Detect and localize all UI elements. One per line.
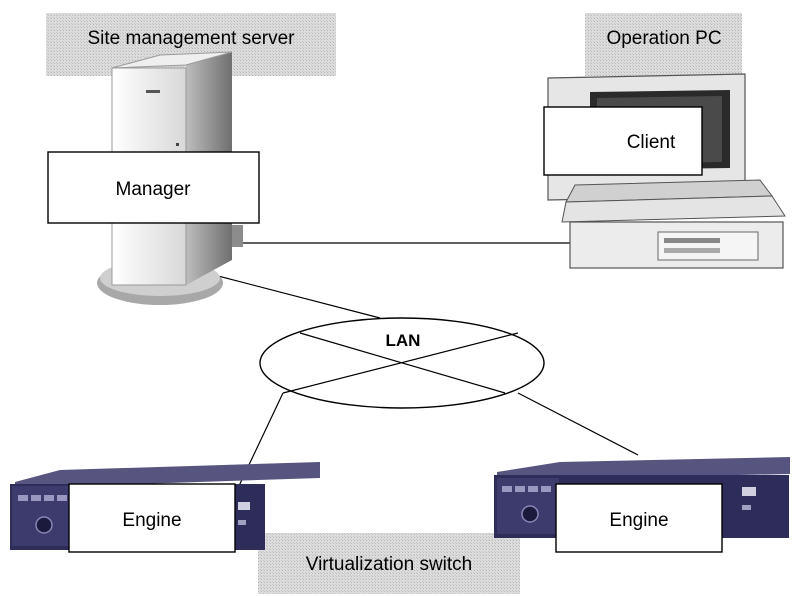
lan-label: LAN [386,331,421,350]
virtualization-switch-label: Virtualization switch [306,554,473,575]
engine-right-box [555,483,723,553]
server-to-lan-link [194,269,381,319]
client-label: Client [627,132,676,153]
engine-right-label: Engine [609,510,668,531]
lan-cloud [259,317,545,409]
operation-pc-label-bg [585,13,742,76]
manager-label: Manager [116,179,192,200]
client-box [543,106,703,176]
engine-left-label: Engine [122,510,181,531]
manager-box [47,151,260,224]
operation-pc-label: Operation PC [606,28,721,49]
right-switch-device-icon [494,457,790,538]
lan-to-right-engine-link [517,392,639,456]
site-server-label: Site management server [88,28,296,49]
engine-left-box [68,483,236,553]
virtualization-switch-label-bg [258,533,520,594]
